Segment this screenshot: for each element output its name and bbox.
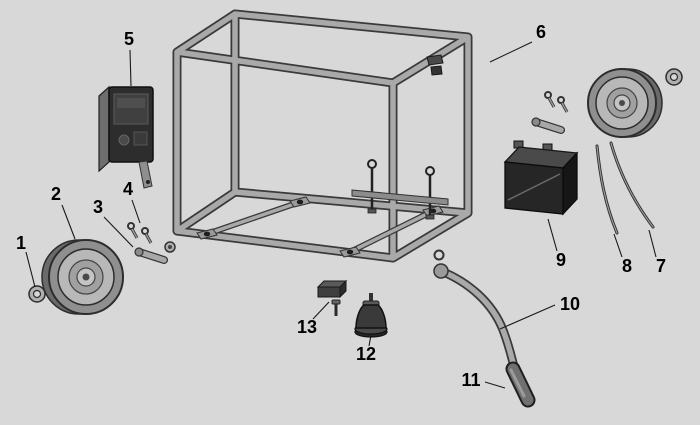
leader-line-12: [368, 334, 372, 347]
callout-13-label: 13: [297, 317, 317, 337]
callouts: 1 2 3 4 5 6 7 8: [16, 22, 666, 390]
callout-5-label: 5: [124, 29, 134, 49]
handle-grip: [505, 361, 536, 408]
leader-line-9: [547, 218, 558, 252]
wheel-right: [587, 68, 663, 138]
callout-1: 1: [16, 233, 36, 288]
callout-10-label: 10: [560, 294, 580, 314]
callout-11-label: 11: [461, 370, 480, 390]
leader-line-7: [648, 229, 657, 258]
rod-long: [609, 141, 655, 229]
axle-pin-left: [134, 247, 168, 264]
callout-3-label: 3: [93, 197, 103, 217]
callout-5: 5: [124, 29, 134, 87]
callout-4-label: 4: [123, 179, 133, 199]
leader-line-3: [103, 216, 134, 248]
leader-line-4: [131, 199, 141, 224]
callout-13: 13: [297, 301, 330, 337]
callout-4: 4: [123, 179, 141, 224]
engine-mount-pads: [196, 196, 444, 258]
callout-2-label: 2: [51, 184, 61, 204]
frame-corner-washer: [164, 241, 176, 253]
callout-9-label: 9: [556, 250, 566, 270]
cotter-pins-right: [544, 91, 569, 113]
leader-line-8: [613, 233, 623, 258]
callout-11: 11: [461, 370, 506, 390]
callout-8-label: 8: [622, 256, 632, 276]
cotter-pins-left: [127, 222, 153, 244]
callout-6-label: 6: [536, 22, 546, 42]
callout-7-label: 7: [656, 256, 666, 276]
callout-1-label: 1: [16, 233, 26, 253]
frame-cross-members-core: [205, 200, 435, 254]
rubber-pad: [316, 279, 348, 316]
leader-line-1: [25, 251, 36, 288]
handle-bar: [433, 249, 521, 379]
battery-tray-rods: [351, 159, 449, 220]
callout-2: 2: [51, 184, 76, 240]
leader-line-11: [484, 381, 506, 389]
leader-line-13: [312, 301, 330, 320]
vibration-mount-foot: [354, 293, 388, 338]
leader-line-5: [129, 49, 132, 87]
control-panel: [98, 85, 154, 189]
leader-line-2: [61, 204, 76, 240]
leader-line-6: [489, 41, 533, 63]
callout-12-label: 12: [356, 344, 376, 364]
rod-short: [595, 144, 619, 235]
callout-10: 10: [499, 294, 580, 330]
callout-6: 6: [489, 22, 546, 63]
frame-tubular-cage: [164, 9, 473, 263]
washer-right: [665, 68, 683, 86]
callout-7: 7: [648, 229, 666, 276]
frame-latch-clip: [426, 54, 444, 76]
battery: [503, 140, 579, 216]
callout-12: 12: [356, 334, 376, 364]
callout-8: 8: [613, 233, 632, 276]
washer-left: [28, 285, 46, 303]
axle-pin-right: [531, 117, 565, 134]
wheel-left: [41, 239, 124, 315]
callout-9: 9: [547, 218, 566, 270]
callout-3: 3: [93, 197, 134, 248]
leader-line-10: [499, 304, 556, 330]
